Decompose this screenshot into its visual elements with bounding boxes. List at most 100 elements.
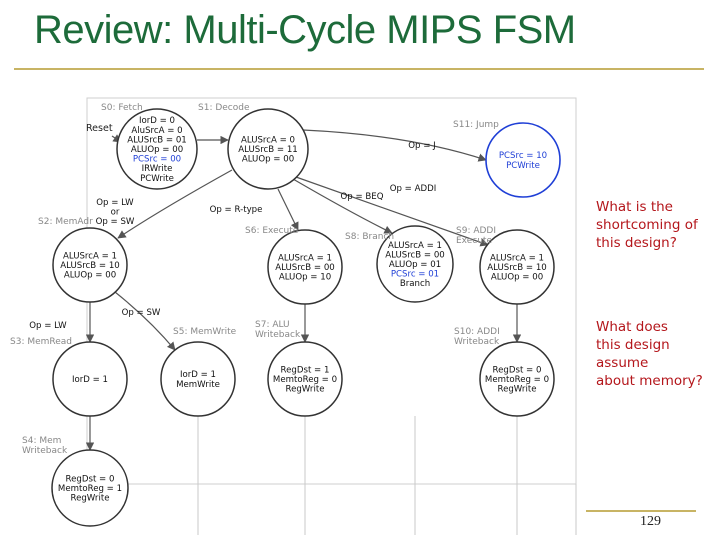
state-signal: ALUSrcA = 1 bbox=[63, 251, 117, 261]
question-line: What does bbox=[596, 319, 668, 335]
state-signal: ALUSrcB = 00 bbox=[275, 263, 335, 273]
slide-number: 129 bbox=[640, 514, 661, 529]
question-line: What is the bbox=[596, 199, 673, 215]
state-circle-s11 bbox=[485, 122, 561, 198]
reset-label: Reset bbox=[86, 123, 113, 134]
state-signal: ALUSrcA = 1 bbox=[388, 241, 442, 251]
question-1: What is the shortcoming of this design? bbox=[596, 198, 698, 252]
state-signal: ALUOp = 00 bbox=[242, 155, 294, 165]
state-signal: RegDst = 1 bbox=[281, 365, 330, 375]
edge-s1-s2 bbox=[117, 169, 233, 239]
state-label-s3: S3: MemRead bbox=[10, 337, 72, 347]
state-signal: MemtoReg = 1 bbox=[58, 484, 122, 494]
question-line: shortcoming of bbox=[596, 217, 698, 233]
state-signal: ALUSrcB = 00 bbox=[385, 250, 445, 260]
state-signal: PCSrc = 00 bbox=[133, 155, 181, 165]
state-circle-s3 bbox=[52, 341, 128, 417]
question-line: this design? bbox=[596, 235, 677, 251]
state-signal: PCWrite bbox=[140, 174, 174, 184]
state-label-s8: S8: Branch bbox=[345, 232, 394, 242]
state-signal: ALUOp = 00 bbox=[491, 273, 543, 283]
state-label-s1: S1: Decode bbox=[198, 103, 250, 113]
question-line: assume bbox=[596, 355, 649, 371]
state-circle-s6 bbox=[267, 229, 343, 305]
state-label-s5: S5: MemWrite bbox=[173, 327, 237, 337]
state-signal: ALUOp = 10 bbox=[279, 273, 331, 283]
state-signal: ALUSrcA = 1 bbox=[278, 253, 332, 263]
edge-s2-s5 bbox=[114, 291, 176, 351]
state-signal: RegWrite bbox=[497, 385, 536, 395]
edge-s1-s6 bbox=[277, 188, 299, 231]
state-signal: IRWrite bbox=[142, 164, 173, 174]
state-circle-s2 bbox=[52, 227, 128, 303]
state-circle-s9 bbox=[479, 229, 555, 305]
question-line: about memory? bbox=[596, 373, 703, 389]
slide-title: Review: Multi-Cycle MIPS FSM bbox=[34, 8, 576, 52]
state-label-s2: S2: MemAdr bbox=[38, 217, 93, 227]
state-signal: ALUSrcB = 01 bbox=[127, 135, 187, 145]
state-circle-s10 bbox=[479, 341, 555, 417]
state-label-s11: S11: Jump bbox=[453, 120, 499, 130]
transition-c-j: Op = J bbox=[408, 141, 435, 151]
transition-c-beq: Op = BEQ bbox=[341, 192, 384, 202]
state-signal: Branch bbox=[400, 279, 430, 289]
state-signal: IorD = 1 bbox=[180, 370, 216, 380]
state-circle-s4 bbox=[51, 449, 129, 527]
state-circle-s7 bbox=[267, 341, 343, 417]
transition-c-addi: Op = ADDI bbox=[390, 184, 437, 194]
state-signal: RegWrite bbox=[70, 494, 109, 504]
state-label-s6: S6: Execute bbox=[245, 226, 299, 236]
state-signal: AluSrcA = 0 bbox=[131, 126, 182, 136]
state-signal: RegWrite bbox=[285, 385, 324, 395]
state-signal: ALUSrcA = 1 bbox=[490, 253, 544, 263]
state-signal: ALUOp = 00 bbox=[64, 271, 116, 281]
edge-s1-s8 bbox=[292, 178, 393, 234]
footer-rule bbox=[586, 510, 696, 512]
question-2: What does this design assume about memory? bbox=[596, 318, 703, 390]
transition-c-sw: Op = SW bbox=[122, 308, 161, 318]
state-signal: ALUSrcB = 10 bbox=[60, 261, 120, 271]
question-line: this design bbox=[596, 337, 670, 353]
state-signal: IorD = 0 bbox=[139, 116, 175, 126]
state-signal: ALUOp = 01 bbox=[389, 260, 441, 270]
edge-s1-s11 bbox=[302, 129, 487, 162]
state-signal: ALUSrcA = 0 bbox=[241, 135, 295, 145]
state-signal: ALUSrcB = 11 bbox=[238, 145, 298, 155]
state-signal: MemtoReg = 0 bbox=[273, 375, 337, 385]
state-signal: RegDst = 0 bbox=[66, 474, 115, 484]
state-signal: PCSrc = 10 bbox=[499, 151, 547, 161]
state-signal: ALUSrcB = 10 bbox=[487, 263, 547, 273]
state-circle-s0 bbox=[116, 108, 198, 190]
state-signal: MemWrite bbox=[176, 380, 220, 390]
state-signal: ALUOp = 00 bbox=[131, 145, 183, 155]
state-signal: PCSrc = 01 bbox=[391, 270, 439, 280]
transition-c-rtype: Op = R-type bbox=[210, 205, 263, 215]
state-circle-s1 bbox=[227, 108, 309, 190]
transition-c-lw: Op = LW bbox=[29, 321, 67, 331]
state-signal: MemtoReg = 0 bbox=[485, 375, 549, 385]
state-signal: RegDst = 0 bbox=[493, 365, 542, 375]
state-signal: PCWrite bbox=[506, 161, 540, 171]
edge-s1-s9 bbox=[295, 176, 489, 247]
state-signal: IorD = 1 bbox=[72, 375, 108, 385]
title-underline bbox=[14, 68, 704, 70]
state-label-s0: S0: Fetch bbox=[101, 103, 143, 113]
